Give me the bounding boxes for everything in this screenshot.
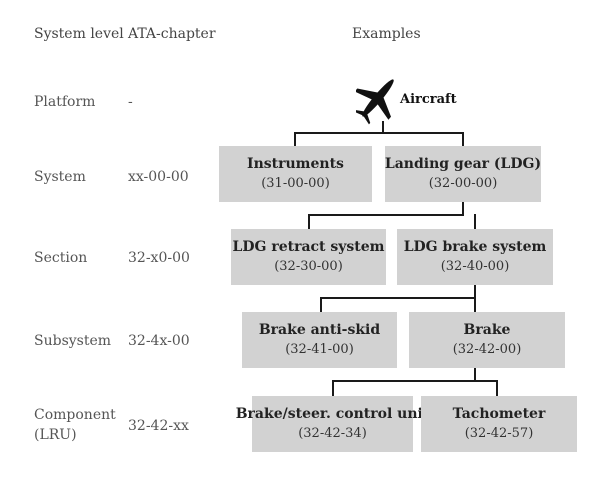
aircraft-label: Aircraft — [400, 92, 457, 107]
header-examples: Examples — [352, 26, 421, 42]
connector-to-landing-gear — [462, 132, 464, 146]
box-code: (32-30-00) — [274, 259, 343, 274]
connector-to-brake — [474, 297, 476, 312]
level-section: Section — [34, 250, 88, 266]
level-system: System — [34, 169, 86, 185]
box-title: Instruments — [247, 156, 344, 172]
ata-component: 32-42-xx — [128, 418, 189, 434]
box-code: (32-00-00) — [428, 176, 498, 191]
connector-to-tachometer — [496, 380, 498, 396]
airplane-icon — [356, 79, 394, 125]
box-brake: Brake (32-42-00) — [409, 312, 565, 368]
level-platform: Platform — [34, 94, 96, 110]
header-ata-chapter: ATA-chapter — [128, 26, 216, 42]
level-subsystem: Subsystem — [34, 333, 112, 349]
connector-subsystem-bar — [320, 297, 476, 299]
box-code: (31-00-00) — [261, 176, 330, 191]
box-brake-steer-control-unit: Brake/steer. control unit (32-42-34) — [236, 396, 429, 452]
level-component: Component (LRU) — [34, 407, 116, 443]
connector-root-stem — [382, 121, 384, 134]
connector-brake-system-stem — [474, 285, 476, 299]
box-instruments: Instruments (31-00-00) — [219, 146, 372, 202]
box-title: Brake — [463, 322, 511, 338]
ata-subsystem: 32-4x-00 — [128, 333, 190, 349]
connector-component-bar — [332, 380, 498, 382]
connector-to-ldg-brake — [474, 214, 476, 229]
connector-to-instruments — [294, 132, 296, 146]
connector-to-control-unit — [332, 380, 334, 396]
box-brake-anti-skid: Brake anti-skid (32-41-00) — [242, 312, 397, 368]
ata-system: xx-00-00 — [128, 169, 189, 185]
connector-to-ldg-retract — [308, 214, 310, 229]
connector-system-bar — [294, 132, 464, 134]
box-title: Brake/steer. control unit — [235, 406, 430, 422]
box-title: Tachometer — [452, 406, 546, 422]
box-code: (32-41-00) — [285, 342, 354, 357]
connector-brake-stem — [474, 368, 476, 382]
box-ldg-retract-system: LDG retract system (32-30-00) — [231, 229, 386, 285]
box-ldg-brake-system: LDG brake system (32-40-00) — [397, 229, 553, 285]
ata-platform: - — [128, 94, 133, 110]
box-title: LDG brake system — [403, 239, 547, 255]
box-code: (32-42-34) — [298, 426, 367, 441]
box-code: (32-42-57) — [464, 426, 534, 441]
box-title: Landing gear (LDG) — [384, 156, 542, 172]
connector-to-antiskid — [320, 297, 322, 312]
box-title: Brake anti-skid — [258, 322, 381, 338]
box-code: (32-42-00) — [452, 342, 522, 357]
box-tachometer: Tachometer (32-42-57) — [421, 396, 577, 452]
connector-ldg-stem — [462, 202, 464, 216]
box-code: (32-40-00) — [440, 259, 510, 274]
header-system-level: System level — [34, 26, 124, 42]
box-title: LDG retract system — [232, 239, 385, 255]
connector-section-bar — [308, 214, 464, 216]
box-landing-gear: Landing gear (LDG) (32-00-00) — [385, 146, 541, 202]
ata-section: 32-x0-00 — [128, 250, 190, 266]
